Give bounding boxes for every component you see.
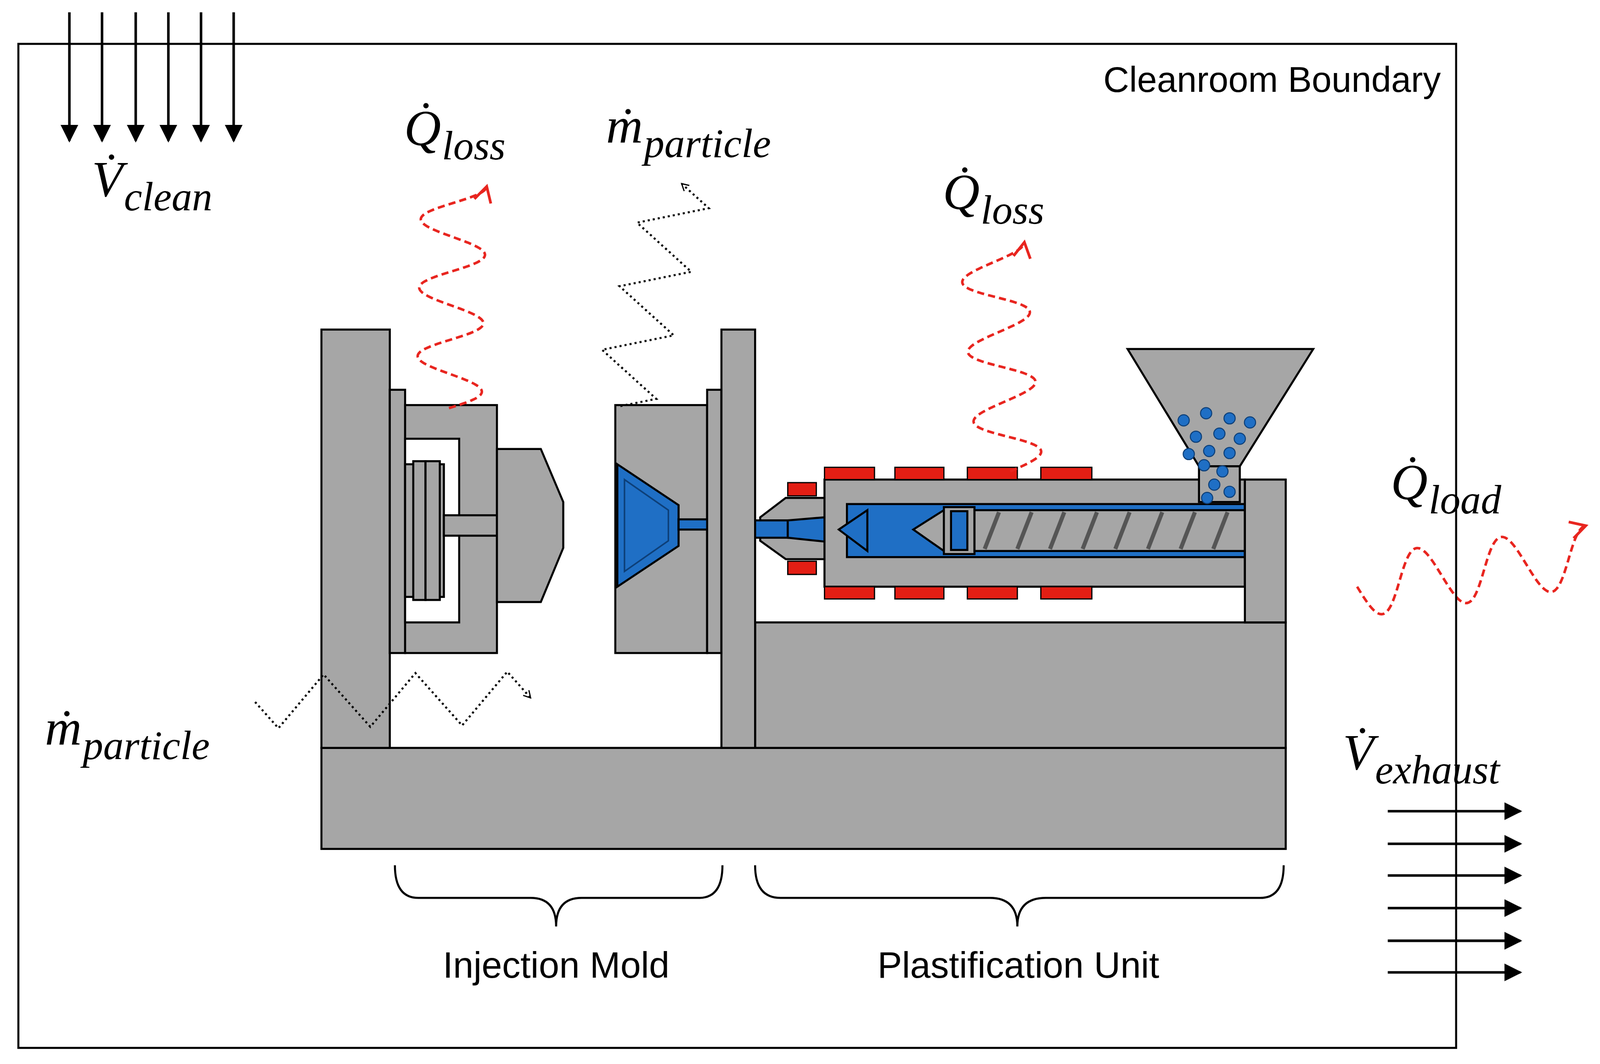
screw-flights — [984, 512, 1228, 549]
symbol-subscript: clean — [123, 175, 213, 217]
injection-molding-machine — [321, 329, 1314, 850]
flow-symbol: Q̇ — [1391, 456, 1428, 508]
cleanroom-boundary: Cleanroom Boundary — [17, 42, 1458, 1049]
symbol-subscript: particle — [82, 725, 210, 767]
section-label: Plastification Unit — [877, 946, 1160, 984]
symbol-subscript: exhaust — [1374, 749, 1500, 791]
symbol-subscript: load — [1428, 478, 1502, 520]
symbol-subscript: loss — [441, 124, 506, 166]
particle-path — [602, 183, 709, 406]
section-label: Injection Mold — [442, 946, 670, 984]
flow-symbols — [254, 183, 1586, 729]
particle-path — [254, 671, 531, 729]
heat-wave — [1357, 525, 1586, 615]
flow-symbol: Q̇ — [942, 166, 980, 218]
flow-symbol: V̇ — [91, 152, 124, 204]
heat-wave — [417, 186, 487, 409]
brackets — [394, 865, 1284, 927]
heater-bands — [787, 467, 1092, 600]
flow-symbol: V̇ — [1342, 726, 1375, 778]
heat-wave — [962, 242, 1042, 472]
flow-symbol: ṁ — [45, 702, 82, 754]
symbol-subscript: particle — [643, 123, 771, 164]
boundary-heading: Cleanroom Boundary — [1103, 61, 1441, 97]
flow-symbol: ṁ — [606, 100, 643, 152]
clean-air-arrows — [69, 12, 234, 141]
pellets — [1177, 407, 1256, 504]
exhaust-arrows — [1387, 811, 1521, 973]
symbol-subscript: loss — [980, 189, 1044, 231]
flow-symbol: Q̇ — [404, 101, 441, 153]
